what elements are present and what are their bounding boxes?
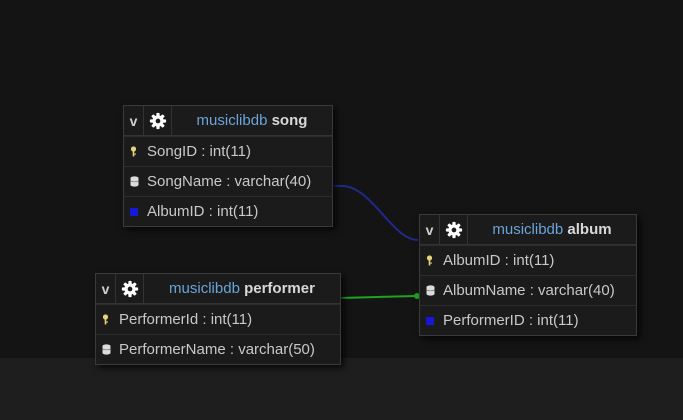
table-song[interactable]: v musiclibdb song SongID : int(11) SongN… xyxy=(123,105,333,227)
table-header: v musiclibdb performer xyxy=(96,274,340,304)
column-icon xyxy=(130,176,144,187)
schema-name: musiclibdb xyxy=(492,221,564,238)
collapse-toggle[interactable]: v xyxy=(420,215,440,244)
field-row[interactable]: PerformerName : varchar(50) xyxy=(96,334,340,364)
table-name: song xyxy=(271,112,308,129)
table-header: v musiclibdb song xyxy=(124,106,332,136)
table-title[interactable]: musiclibdb performer xyxy=(144,274,340,303)
table-title[interactable]: musiclibdb album xyxy=(468,215,636,244)
field-label: PerformerID : int(11) xyxy=(443,312,579,329)
table-performer[interactable]: v musiclibdb performer PerformerId : int… xyxy=(95,273,341,365)
field-label: AlbumID : int(11) xyxy=(443,252,555,269)
table-title[interactable]: musiclibdb song xyxy=(172,106,332,135)
field-row[interactable]: SongID : int(11) xyxy=(124,136,332,166)
field-row[interactable]: SongName : varchar(40) xyxy=(124,166,332,196)
field-label: SongID : int(11) xyxy=(147,143,251,160)
table-name: album xyxy=(567,221,612,238)
column-icon xyxy=(102,344,116,355)
gear-icon[interactable] xyxy=(440,215,468,244)
table-album[interactable]: v musiclibdb album AlbumID : int(11) Alb… xyxy=(419,214,637,336)
gear-icon[interactable] xyxy=(144,106,172,135)
table-header: v musiclibdb album xyxy=(420,215,636,245)
field-row[interactable]: PerformerId : int(11) xyxy=(96,304,340,334)
field-label: PerformerName : varchar(50) xyxy=(119,341,315,358)
table-name: performer xyxy=(244,280,315,297)
field-row[interactable]: AlbumName : varchar(40) xyxy=(420,275,636,305)
collapse-toggle[interactable]: v xyxy=(96,274,116,303)
gear-icon[interactable] xyxy=(116,274,144,303)
field-label: PerformerId : int(11) xyxy=(119,311,253,328)
key-icon xyxy=(102,314,116,325)
field-row[interactable]: AlbumID : int(11) xyxy=(420,245,636,275)
field-row[interactable]: AlbumID : int(11) xyxy=(124,196,332,226)
foreign-key-icon xyxy=(426,316,440,325)
field-label: SongName : varchar(40) xyxy=(147,173,312,190)
field-label: AlbumName : varchar(40) xyxy=(443,282,615,299)
bottom-panel xyxy=(0,358,683,420)
collapse-toggle[interactable]: v xyxy=(124,106,144,135)
field-label: AlbumID : int(11) xyxy=(147,203,259,220)
key-icon xyxy=(426,255,440,266)
foreign-key-icon xyxy=(130,207,144,216)
field-row[interactable]: PerformerID : int(11) xyxy=(420,305,636,335)
column-icon xyxy=(426,285,440,296)
key-icon xyxy=(130,146,144,157)
schema-name: musiclibdb xyxy=(169,280,240,297)
schema-name: musiclibdb xyxy=(196,112,268,129)
